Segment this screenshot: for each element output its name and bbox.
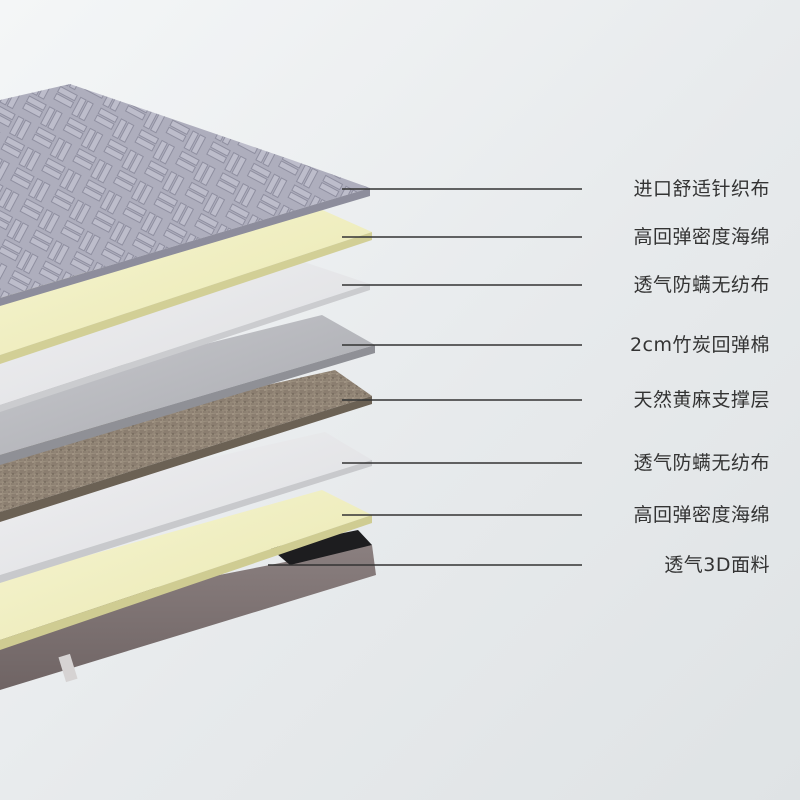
layer-foam-2	[0, 490, 372, 650]
layer-foam-1	[0, 208, 372, 364]
layer-jute	[0, 370, 372, 522]
layer-label: 进口舒适针织布	[633, 178, 770, 200]
layer-quilted-knit	[0, 84, 370, 306]
layer-nonwoven-1	[0, 258, 370, 412]
layer-label: 透气3D面料	[664, 554, 770, 576]
layer-label: 透气防螨无纺布	[633, 452, 770, 474]
layer-label: 透气防螨无纺布	[633, 274, 770, 296]
layer-label: 2cm竹炭回弹棉	[629, 334, 770, 356]
layer-label: 高回弹密度海绵	[633, 504, 770, 526]
layer-nonwoven-2	[0, 432, 372, 583]
layer-bamboo-charcoal	[0, 315, 375, 465]
layer-label: 天然黄麻支撑层	[633, 389, 770, 411]
leader-lines	[268, 188, 582, 566]
layer-label: 高回弹密度海绵	[633, 226, 770, 248]
layer-3d-mesh	[0, 530, 376, 690]
